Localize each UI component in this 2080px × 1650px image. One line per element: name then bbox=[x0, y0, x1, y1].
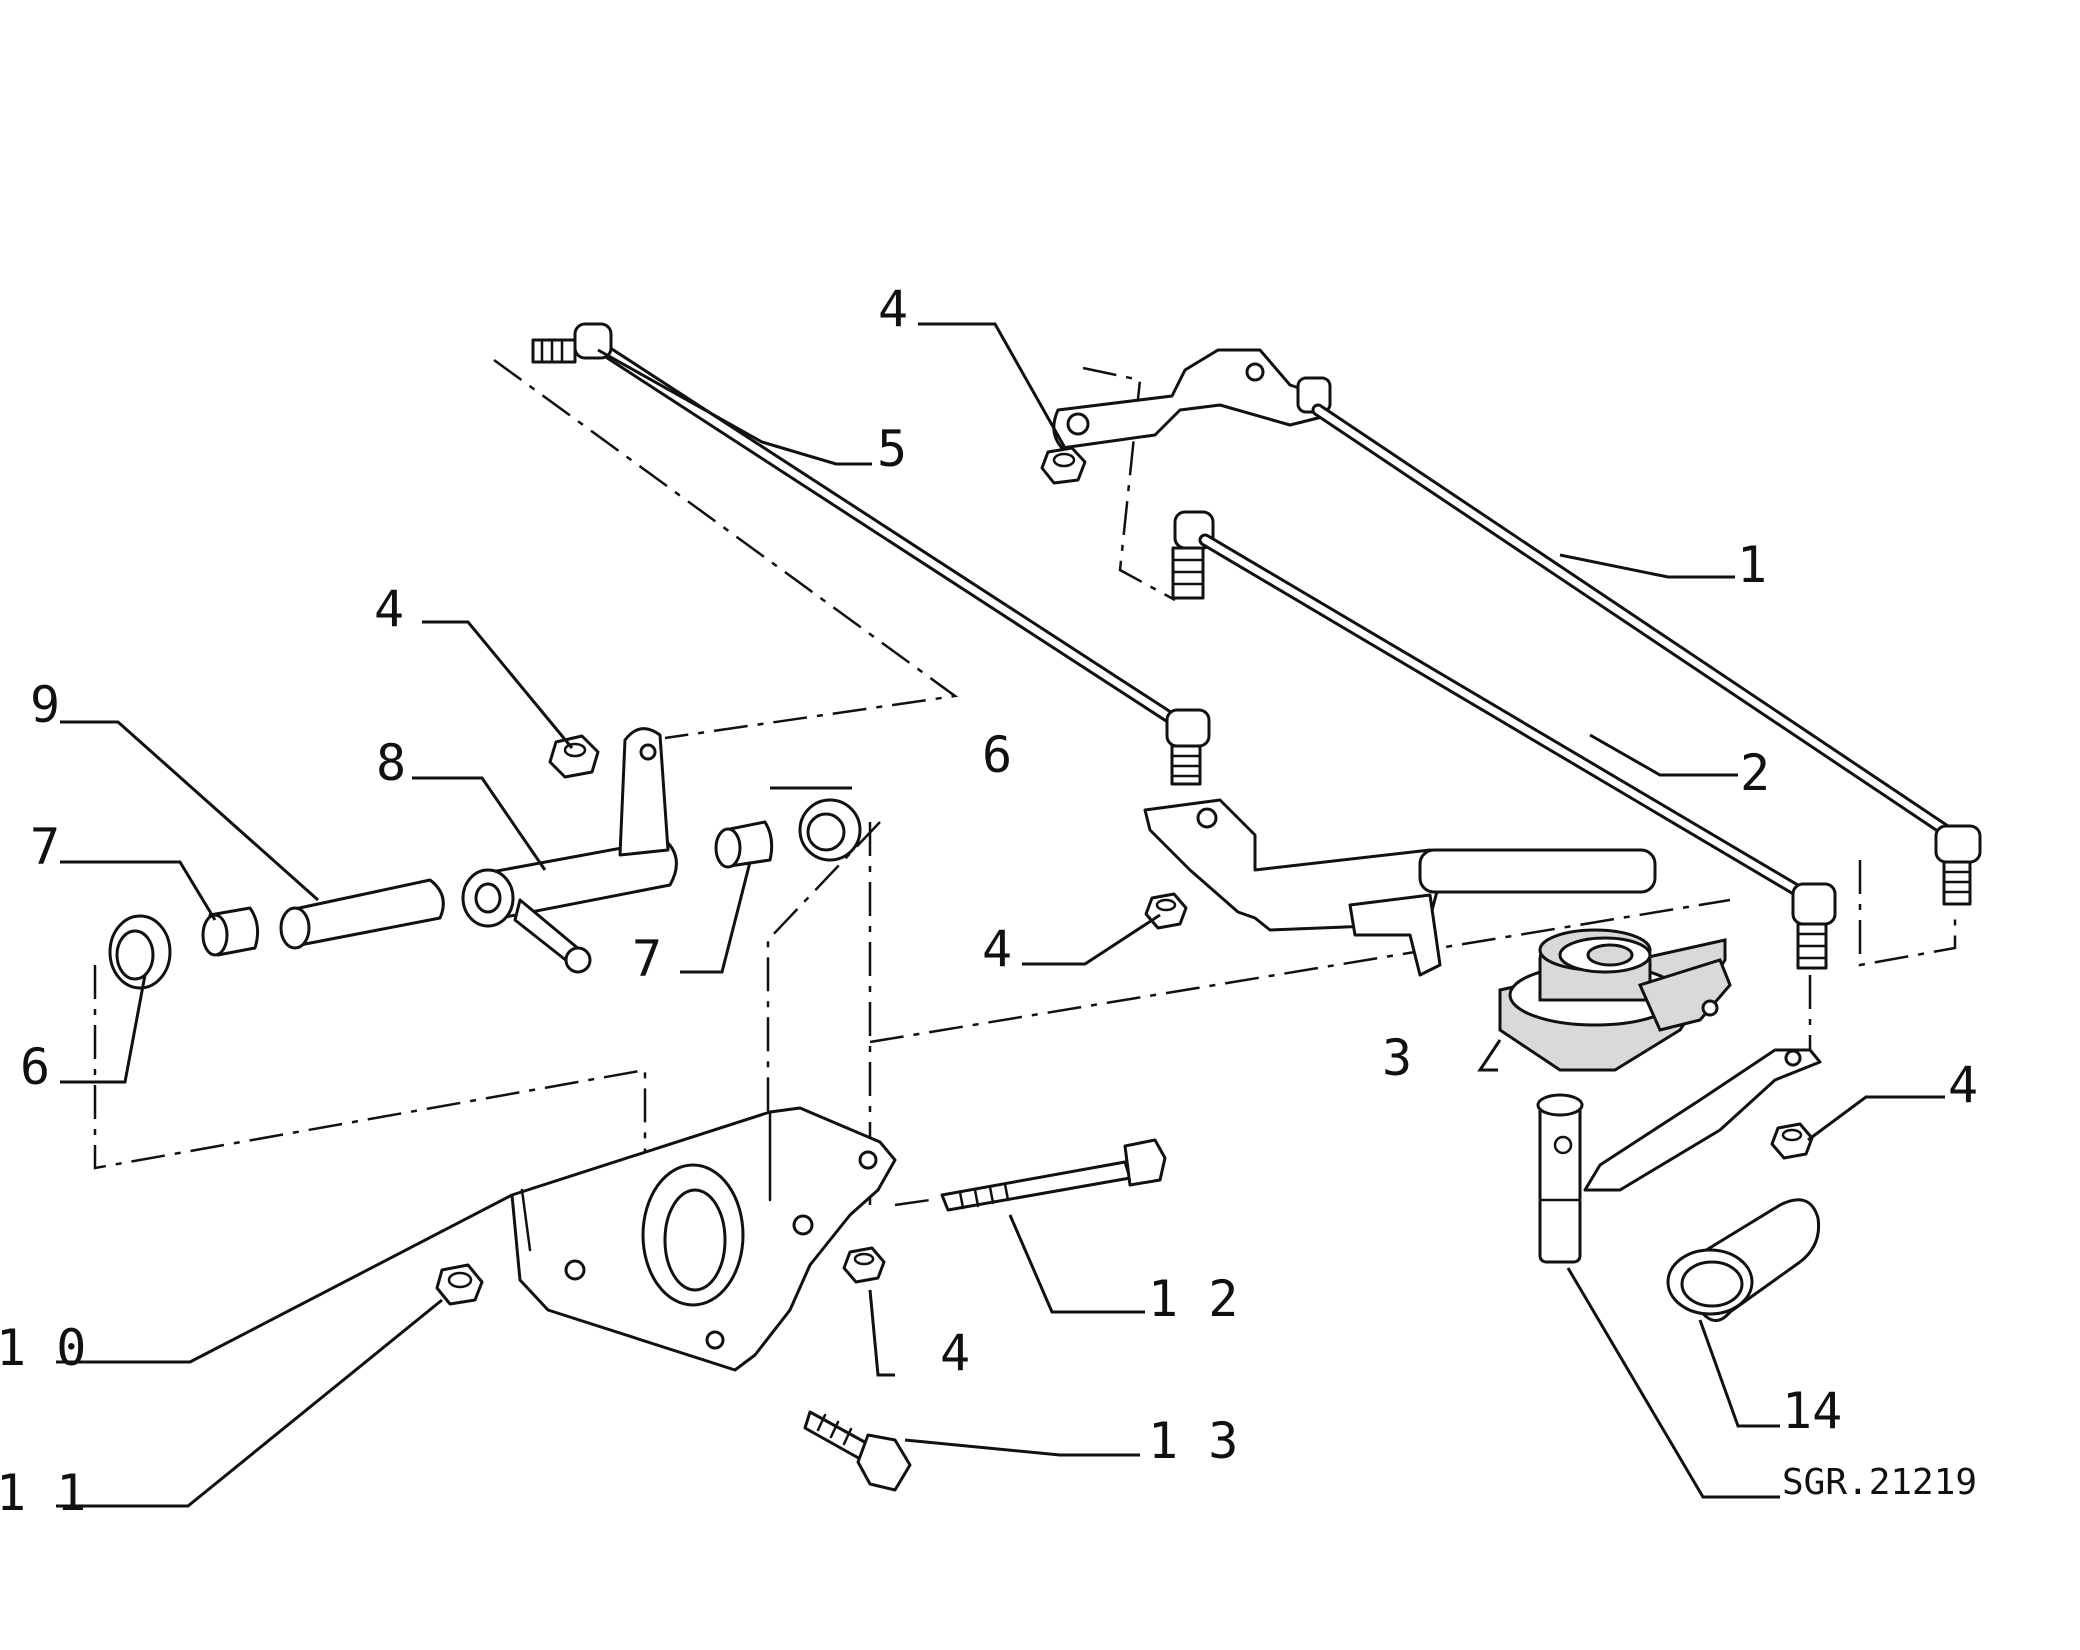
link-rod-2 bbox=[1171, 510, 1837, 970]
nut-4-right bbox=[1770, 1122, 1814, 1160]
callout-10: 1 0 bbox=[0, 1319, 86, 1377]
callout-11: 1 1 bbox=[0, 1464, 86, 1522]
rubber-boot-14 bbox=[1666, 1198, 1821, 1322]
mid-bracket bbox=[1143, 798, 1657, 977]
callout-2: 2 bbox=[1740, 744, 1770, 802]
shift-lever bbox=[1536, 1048, 1822, 1264]
ball-joint-top-5 bbox=[531, 322, 613, 364]
callout-4-top: 4 bbox=[878, 280, 908, 338]
bushing-7-left bbox=[201, 906, 260, 957]
long-bolt-12 bbox=[940, 1138, 1167, 1212]
callout-7-left: 7 bbox=[30, 818, 60, 876]
callout-8: 8 bbox=[376, 734, 406, 792]
callout-4-bottom: 4 bbox=[940, 1324, 970, 1382]
callout-1: 1 bbox=[1737, 536, 1767, 594]
callout-12: 1 2 bbox=[1148, 1270, 1238, 1328]
callout-labels: 1 2 3 4 4 4 4 4 5 6 6 7 7 8 9 1 0 1 1 1 … bbox=[0, 280, 1978, 1522]
ball-joint-bottom-5 bbox=[1165, 708, 1211, 786]
callout-6-right: 6 bbox=[982, 726, 1012, 784]
callout-4-right: 4 bbox=[1948, 1056, 1978, 1114]
short-bolt-13 bbox=[803, 1410, 912, 1492]
callout-3: 3 bbox=[1382, 1029, 1412, 1087]
callout-7-right: 7 bbox=[632, 930, 662, 988]
nut-11 bbox=[435, 1263, 484, 1306]
nut-4-left bbox=[548, 734, 600, 779]
reference-code: SGR.21219 bbox=[1782, 1462, 1977, 1503]
pin-9 bbox=[279, 878, 445, 950]
callout-9: 9 bbox=[30, 676, 60, 734]
callout-6-left: 6 bbox=[20, 1038, 50, 1096]
nut-4-bottom bbox=[842, 1246, 886, 1284]
callout-14: 14 bbox=[1782, 1382, 1842, 1440]
callout-5: 5 bbox=[877, 420, 907, 478]
lever-sleeve-8 bbox=[461, 727, 678, 974]
leader-lines bbox=[56, 322, 1945, 1508]
nut-4-mid bbox=[1144, 892, 1188, 930]
rubber-mount-3 bbox=[1498, 928, 1732, 1072]
grommet-6-right bbox=[798, 798, 862, 862]
nut-4-top bbox=[1040, 446, 1087, 485]
grommet-6-left bbox=[108, 914, 172, 990]
tie-rod-5 bbox=[531, 322, 1211, 786]
bushing-7-right bbox=[714, 820, 774, 869]
callout-4-mid: 4 bbox=[982, 920, 1012, 978]
link-rod-1 bbox=[1052, 348, 1982, 906]
main-bracket-10 bbox=[510, 1106, 897, 1372]
callout-13: 1 3 bbox=[1148, 1412, 1238, 1470]
callout-4-left: 4 bbox=[374, 580, 404, 638]
